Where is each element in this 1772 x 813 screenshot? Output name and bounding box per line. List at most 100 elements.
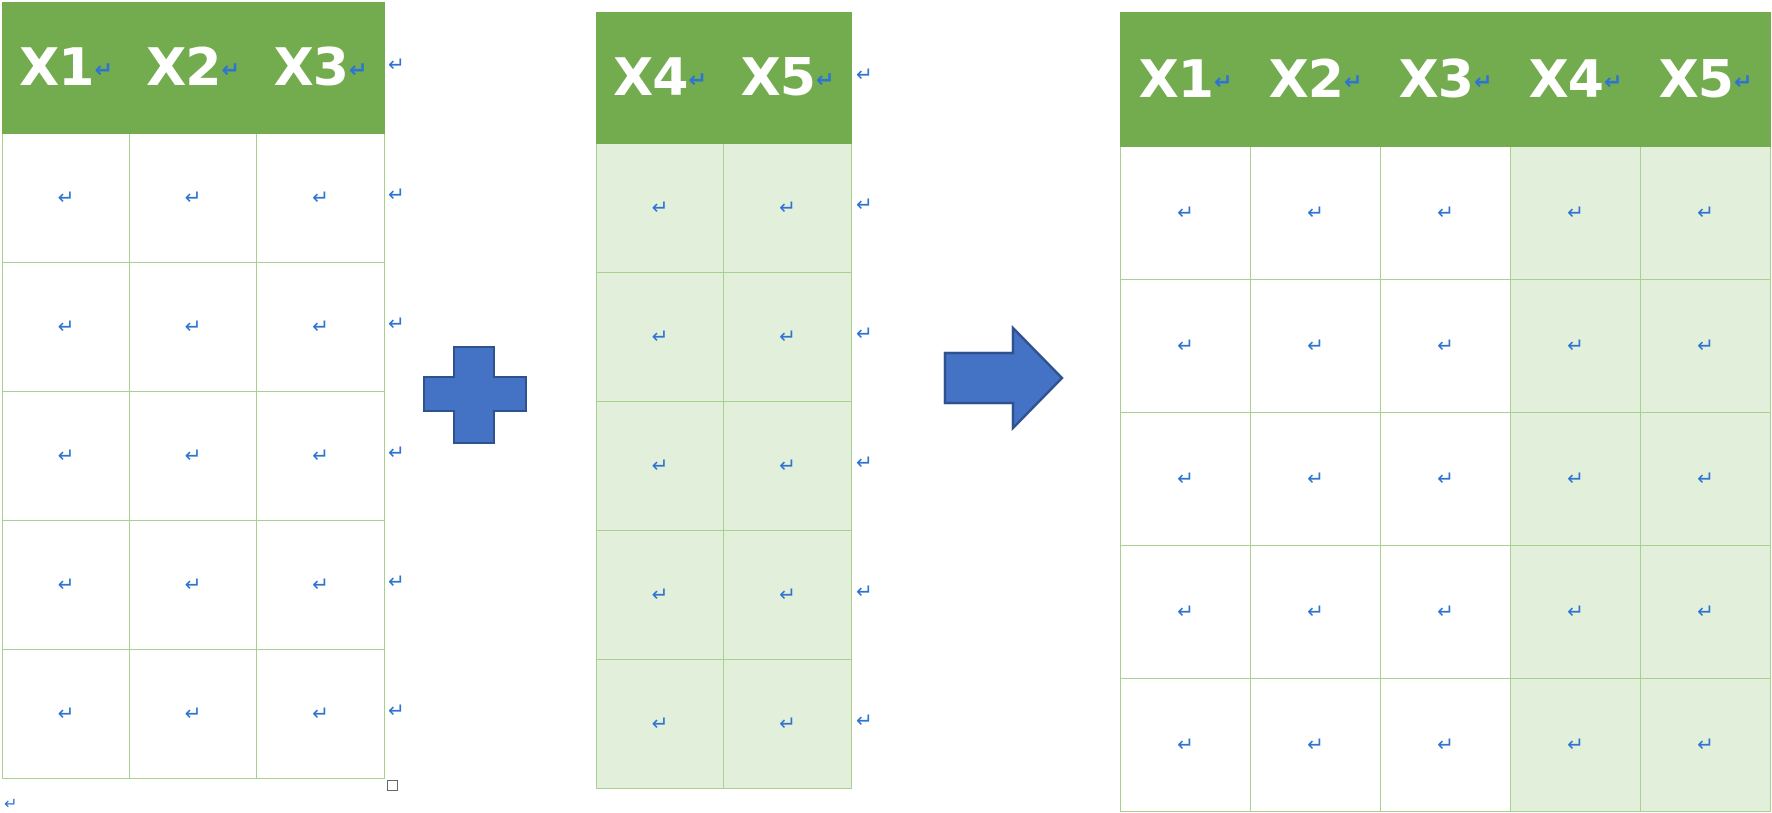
return-mark-icon: ↵ xyxy=(388,51,405,76)
table-cell[interactable]: ↵ xyxy=(129,520,257,650)
plus-icon xyxy=(423,346,527,444)
return-mark-icon: ↵ xyxy=(1697,333,1714,357)
table-cell[interactable]: ↵ xyxy=(596,272,724,402)
return-mark-icon: ↵ xyxy=(1307,200,1324,224)
table-row: ↵↵↵ xyxy=(2,391,385,521)
table-cell[interactable]: ↵ xyxy=(256,262,385,392)
header-label: X4 xyxy=(613,48,688,108)
table-cell[interactable]: ↵ xyxy=(1640,678,1771,812)
table-cell[interactable]: ↵ xyxy=(1250,412,1381,546)
table-cell[interactable]: ↵ xyxy=(256,520,385,650)
table-cell[interactable]: ↵ xyxy=(1250,545,1381,679)
table-cell[interactable]: ↵ xyxy=(129,133,257,263)
table-cell[interactable]: ↵ xyxy=(596,659,724,789)
table-cell[interactable]: ↵ xyxy=(723,659,852,789)
table-cell[interactable]: ↵ xyxy=(256,391,385,521)
table-cell[interactable]: ↵ xyxy=(1120,412,1251,546)
table-cell[interactable]: ↵ xyxy=(596,143,724,273)
return-mark-icon: ↵ xyxy=(1177,732,1194,756)
return-mark-icon: ↵ xyxy=(651,711,669,735)
table-cell[interactable]: ↵ xyxy=(256,649,385,779)
table-cell[interactable]: ↵ xyxy=(1380,412,1511,546)
return-mark-icon: ↵ xyxy=(1437,333,1454,357)
table-cell[interactable]: ↵ xyxy=(1380,146,1511,280)
return-mark-icon: ↵ xyxy=(651,453,669,477)
table-cell[interactable]: ↵ xyxy=(1120,545,1251,679)
return-mark-icon: ↵ xyxy=(651,324,669,348)
table-cell[interactable]: ↵ xyxy=(256,133,385,263)
table-cell[interactable]: ↵ xyxy=(723,143,852,273)
return-mark-icon: ↵ xyxy=(1343,69,1363,95)
table-cell[interactable]: ↵ xyxy=(1120,279,1251,413)
table-row: ↵↵ xyxy=(596,659,852,789)
header-label: X1 xyxy=(19,38,94,98)
header-label: X2 xyxy=(146,38,221,98)
left-header-x3: X3↵ xyxy=(256,2,385,134)
table-cell[interactable]: ↵ xyxy=(596,401,724,531)
table-cell[interactable]: ↵ xyxy=(1510,146,1641,280)
return-mark-icon: ↵ xyxy=(348,58,368,83)
return-mark-icon: ↵ xyxy=(651,582,669,606)
return-mark-icon: ↵ xyxy=(779,582,796,606)
table-cell[interactable]: ↵ xyxy=(2,262,130,392)
table-row: ↵↵↵ xyxy=(2,520,385,650)
right-arrow-icon xyxy=(943,325,1064,431)
table-row: ↵↵ xyxy=(596,143,852,273)
return-mark-icon: ↵ xyxy=(779,195,796,219)
return-mark-icon: ↵ xyxy=(1177,200,1194,224)
return-mark-icon: ↵ xyxy=(312,314,329,338)
table-cell[interactable]: ↵ xyxy=(1250,279,1381,413)
return-mark-icon: ↵ xyxy=(94,58,113,83)
return-mark-icon: ↵ xyxy=(1307,333,1324,357)
table-cell[interactable]: ↵ xyxy=(723,401,852,531)
table-cell[interactable]: ↵ xyxy=(1640,279,1771,413)
table-cell[interactable]: ↵ xyxy=(1250,678,1381,812)
header-label: X3 xyxy=(1398,49,1474,110)
table-cell[interactable]: ↵ xyxy=(723,530,852,660)
return-mark-icon: ↵ xyxy=(1213,69,1233,95)
table-cell[interactable]: ↵ xyxy=(1250,146,1381,280)
table-row: ↵ ↵ ↵ xyxy=(2,262,385,392)
table-cell[interactable]: ↵ xyxy=(1510,279,1641,413)
middle-table-header-row: X4↵ X5↵ xyxy=(596,12,852,144)
table-cell[interactable]: ↵ xyxy=(2,520,130,650)
return-mark-icon: ↵ xyxy=(856,707,873,732)
table-cell[interactable]: ↵ xyxy=(2,133,130,263)
middle-header-x4: X4↵ xyxy=(596,12,724,144)
table-cell[interactable]: ↵ xyxy=(596,530,724,660)
return-mark-icon: ↵ xyxy=(1473,69,1493,95)
return-mark-icon: ↵ xyxy=(1697,732,1714,756)
table-cell[interactable]: ↵ xyxy=(1120,146,1251,280)
return-mark-icon: ↵ xyxy=(4,794,18,813)
table-cell[interactable]: ↵ xyxy=(1510,412,1641,546)
table-cell[interactable]: ↵ xyxy=(1640,545,1771,679)
table-cell[interactable]: ↵ xyxy=(723,272,852,402)
table-cell[interactable]: ↵ xyxy=(129,262,257,392)
table-cell[interactable]: ↵ xyxy=(1640,412,1771,546)
right-header-x4: X4↵ xyxy=(1510,12,1641,147)
table-cell[interactable]: ↵ xyxy=(1510,545,1641,679)
return-mark-icon: ↵ xyxy=(312,572,329,596)
return-mark-icon: ↵ xyxy=(856,320,873,345)
header-label: X4 xyxy=(1528,49,1604,110)
table-cell[interactable]: ↵ xyxy=(1510,678,1641,812)
table-cell[interactable]: ↵ xyxy=(2,391,130,521)
return-mark-icon: ↵ xyxy=(57,314,75,338)
table-cell[interactable]: ↵ xyxy=(1120,678,1251,812)
table-cell[interactable]: ↵ xyxy=(129,649,257,779)
table-row: ↵↵ xyxy=(596,530,852,660)
table-resize-handle[interactable] xyxy=(387,780,398,791)
table-cell[interactable]: ↵ xyxy=(1380,279,1511,413)
left-header-x1: X1↵ xyxy=(2,2,130,134)
table-cell[interactable]: ↵ xyxy=(2,649,130,779)
right-header-x2: X2↵ xyxy=(1250,12,1381,147)
table-cell[interactable]: ↵ xyxy=(1380,678,1511,812)
header-label: X1 xyxy=(1138,49,1214,110)
return-mark-icon: ↵ xyxy=(1567,200,1584,224)
table-cell[interactable]: ↵ xyxy=(1640,146,1771,280)
return-mark-icon: ↵ xyxy=(57,701,75,725)
return-mark-icon: ↵ xyxy=(779,324,796,348)
return-mark-icon: ↵ xyxy=(388,697,405,722)
table-cell[interactable]: ↵ xyxy=(1380,545,1511,679)
table-cell[interactable]: ↵ xyxy=(129,391,257,521)
